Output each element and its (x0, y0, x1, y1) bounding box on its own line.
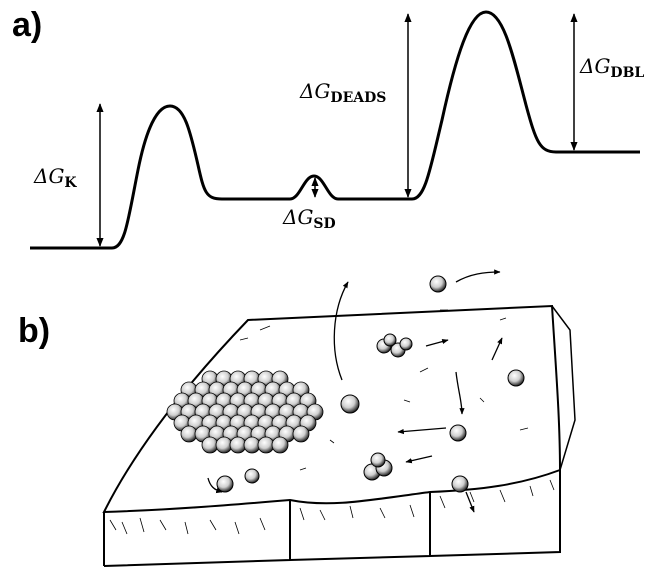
atom-island (167, 371, 323, 453)
island-atom (293, 426, 309, 442)
island-atom (272, 437, 288, 453)
